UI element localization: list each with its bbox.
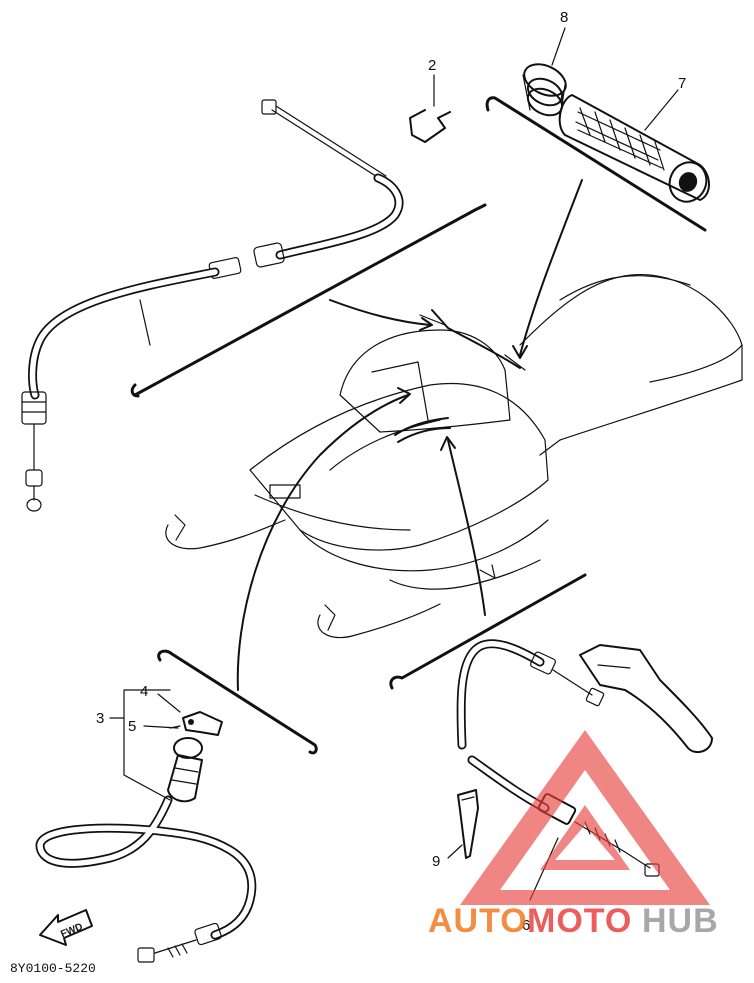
watermark-logo: AUTO MOTO HUB xyxy=(428,730,719,940)
watermark-part3: HUB xyxy=(642,902,719,940)
callout-8: 8 xyxy=(560,9,568,26)
watermark-part2: MOTO xyxy=(527,902,632,940)
callout-3: 3 xyxy=(96,710,104,727)
group-bracket-lower-right xyxy=(389,573,587,690)
grip-knurl-pattern xyxy=(575,107,665,171)
callout-9: 9 xyxy=(432,853,440,870)
callout-7: 7 xyxy=(678,75,686,92)
group-bracket-upper-left xyxy=(133,203,487,397)
grip-assembly: 8 7 xyxy=(485,9,710,359)
watermark-part1: AUTO xyxy=(428,902,528,940)
throttle-cable-assembly xyxy=(21,99,487,512)
figure-code: 8Y0100-5220 xyxy=(10,961,96,976)
callout-4: 4 xyxy=(140,683,148,700)
group-bracket-lower-left xyxy=(157,649,318,755)
callout-5: 5 xyxy=(128,718,136,735)
callout-6: 6 xyxy=(522,917,530,934)
group-bracket-upper-right xyxy=(485,96,707,232)
snowmobile-illustration xyxy=(165,273,743,639)
leader-c1 xyxy=(139,299,151,346)
leader-c8 xyxy=(551,27,566,66)
callout-2: 2 xyxy=(428,57,436,74)
leader-c5 xyxy=(143,725,179,729)
fwd-label: FWD xyxy=(59,922,84,941)
clip-part: 2 xyxy=(409,57,451,143)
leader-c9 xyxy=(447,844,463,859)
leader-c4 xyxy=(157,693,181,713)
switch-assembly: 4 3 5 xyxy=(35,387,411,963)
leader-c7 xyxy=(644,89,679,131)
fwd-arrow: FWD xyxy=(39,909,93,946)
